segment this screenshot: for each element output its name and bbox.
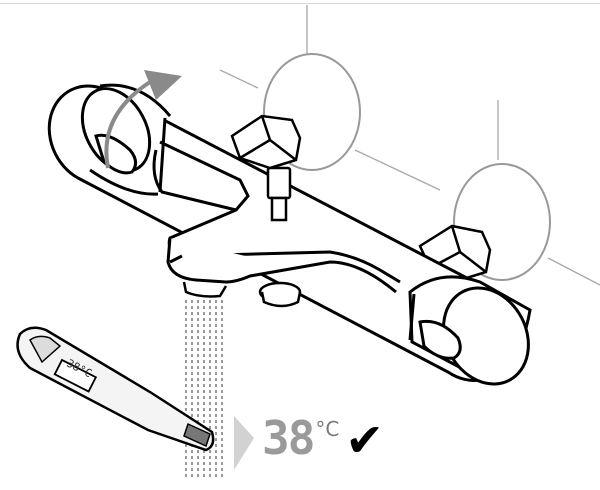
temperature-value: 38 bbox=[262, 411, 315, 465]
diverter-knob bbox=[266, 166, 292, 222]
aerator bbox=[182, 281, 228, 298]
rotate-arrow-icon bbox=[104, 70, 182, 169]
checkmark-icon: ✔ bbox=[345, 413, 384, 467]
shower-outlet bbox=[258, 281, 302, 308]
play-arrow-icon bbox=[234, 416, 254, 470]
thermostat-handle bbox=[408, 275, 532, 386]
thermometer-icon bbox=[16, 326, 215, 452]
temperature-unit: °C bbox=[315, 417, 340, 441]
top-divider bbox=[0, 3, 600, 4]
left-connector-nut bbox=[230, 114, 302, 170]
temperature-readout: 38 °C ✔ bbox=[262, 415, 384, 465]
water-stream bbox=[185, 300, 223, 480]
